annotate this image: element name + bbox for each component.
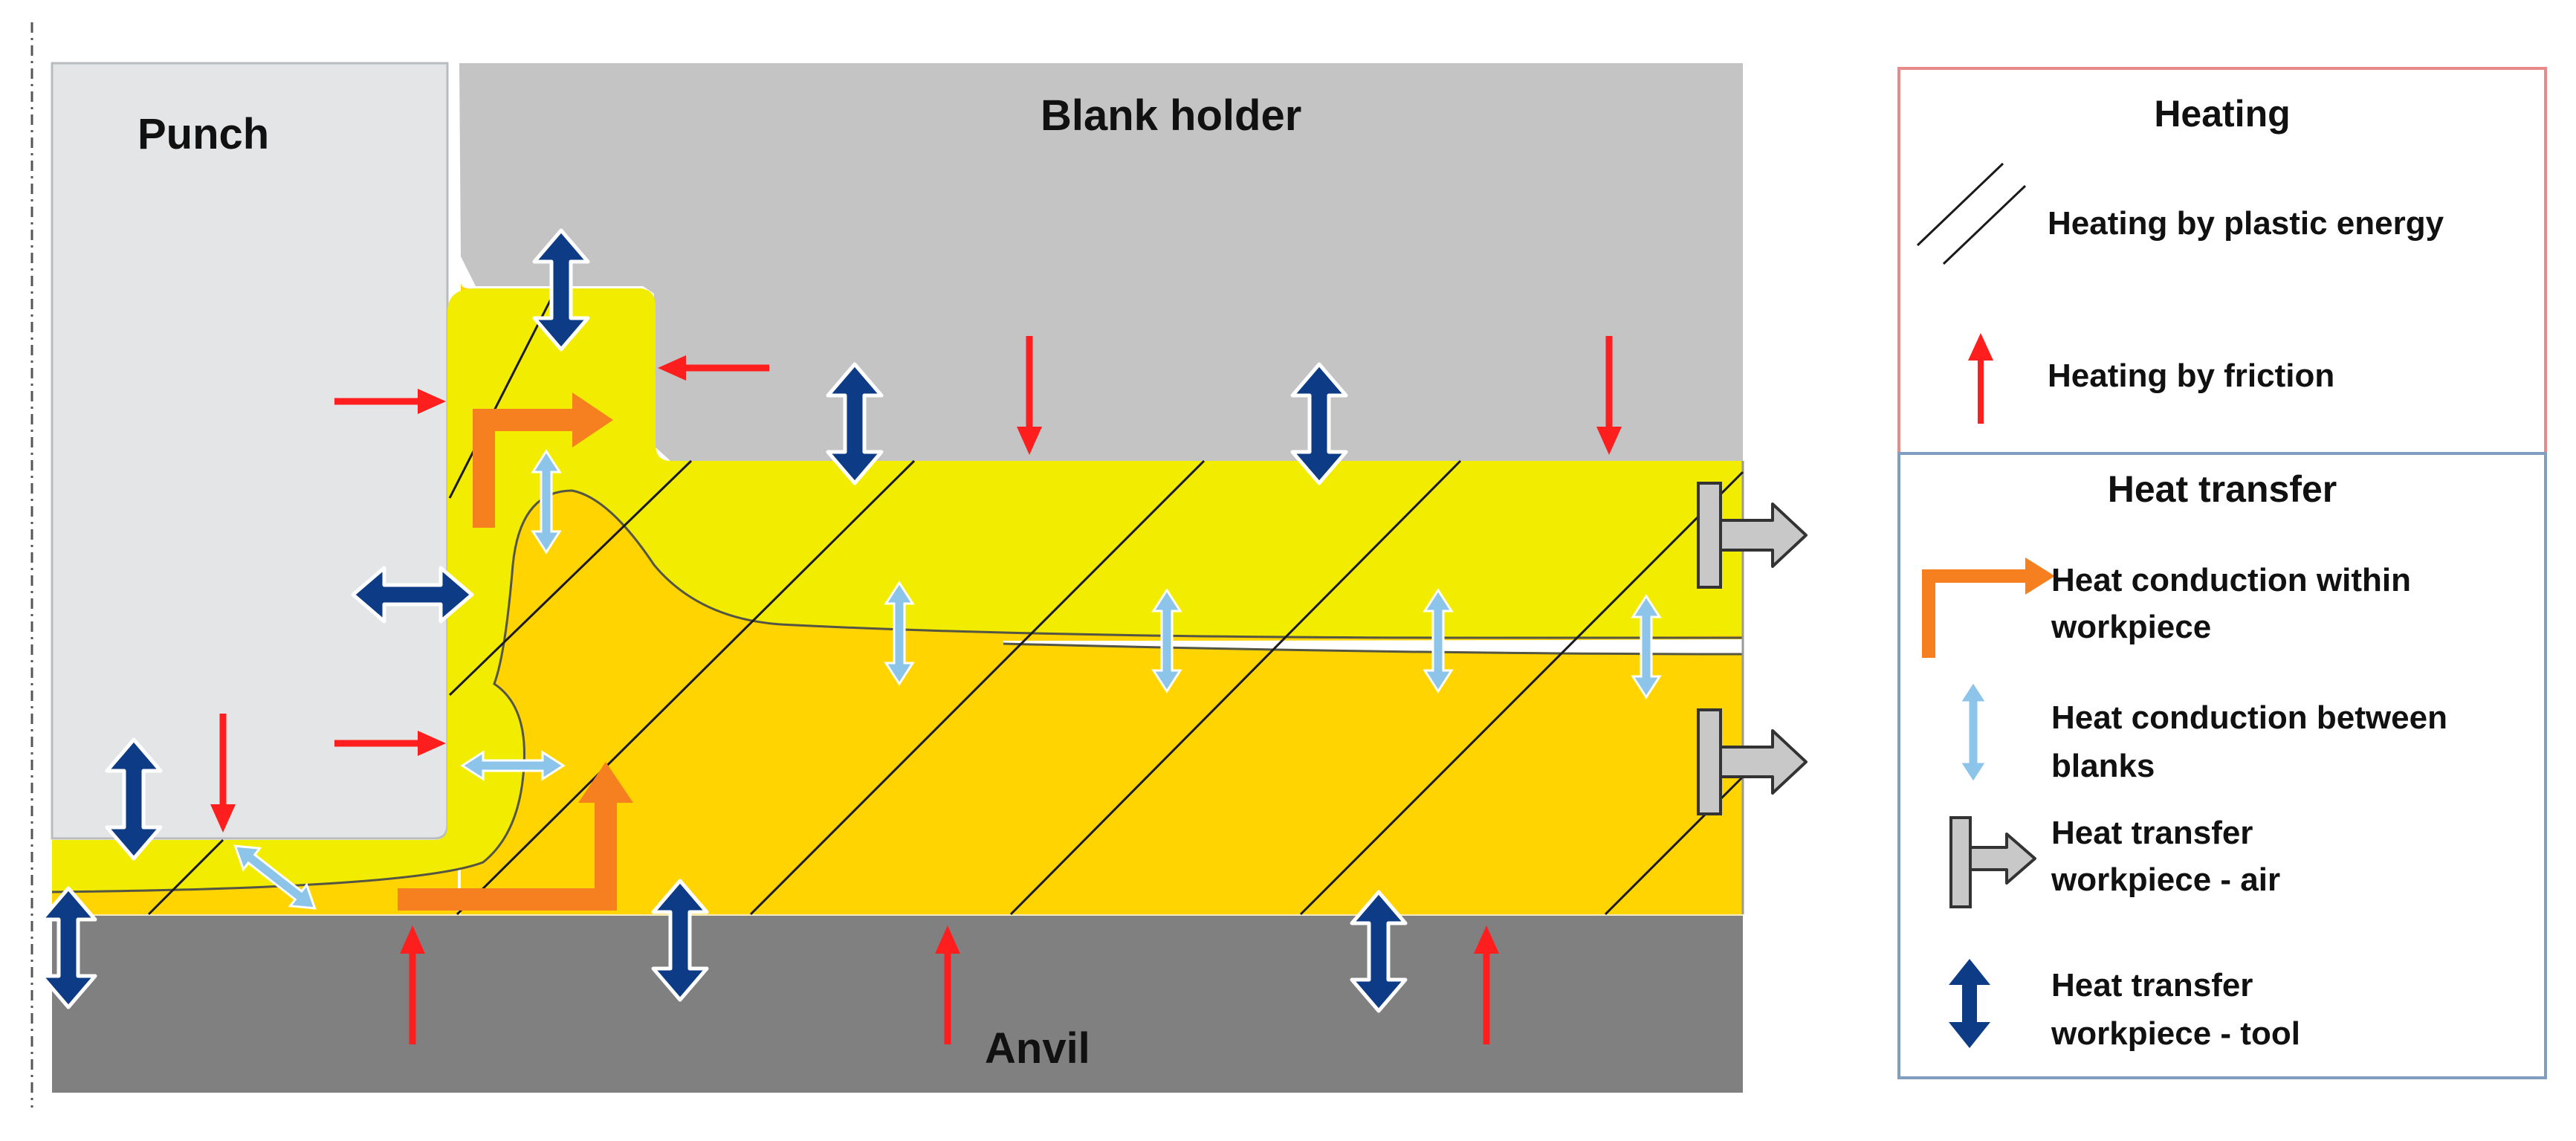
blank-holder <box>459 63 1743 461</box>
legend-transfer-item-4-line-1: Heat transfer <box>2051 967 2253 1003</box>
legend-heating: Heating Heating by plastic energy Heatin… <box>1897 67 2547 468</box>
legend-transfer-item-3-line-1: Heat transfer <box>2051 815 2253 851</box>
legend-transfer-title: Heat transfer <box>2108 468 2337 510</box>
orange-elbow-arrow-icon <box>1922 557 2055 658</box>
anvil <box>52 914 1743 1093</box>
legend-heating-title: Heating <box>2154 93 2290 135</box>
blank-holder-label: Blank holder <box>1041 91 1301 140</box>
legend-transfer-item-3-line-2: workpiece - air <box>2051 862 2280 898</box>
plastic-energy-lines <box>147 293 1744 916</box>
dark-blue-double-arrow-icon <box>1949 959 1990 1048</box>
legend-heating-item-2: Heating by friction <box>2048 358 2334 394</box>
legend-transfer-item-4-line-2: workpiece - tool <box>2051 1015 2300 1052</box>
legend-transfer-item-2-line-1: Heat conduction between <box>2051 699 2447 736</box>
red-arrow-icon <box>1968 333 1993 424</box>
grey-t-arrow-icon <box>1949 816 2036 908</box>
diagonal-lines-icon <box>1916 162 2027 265</box>
legend-heat-transfer: Heat transfer Heat conduction within wor… <box>1897 452 2547 1079</box>
anvil-label: Anvil <box>985 1024 1090 1073</box>
legend-transfer-item-2-line-2: blanks <box>2051 748 2155 784</box>
punch <box>51 62 449 840</box>
punch-label: Punch <box>137 110 269 158</box>
legend-transfer-item-1-line-1: Heat conduction within <box>2051 562 2411 598</box>
legend-heating-item-1: Heating by plastic energy <box>2048 205 2444 242</box>
conduction-within-arrows <box>398 392 633 911</box>
legend-transfer-item-1-line-2: workpiece <box>2051 609 2211 645</box>
